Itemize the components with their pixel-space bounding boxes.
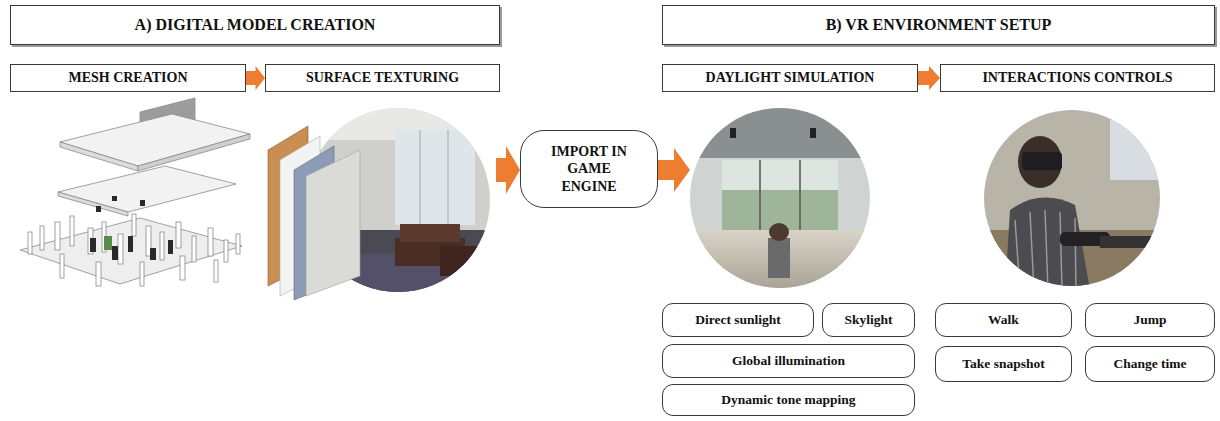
feature-box: Direct sunlight bbox=[662, 303, 814, 337]
daylight-render bbox=[690, 108, 870, 290]
vr-user-photo bbox=[980, 108, 1170, 290]
box-label: Direct sunlight bbox=[695, 312, 781, 328]
exploded-building-model bbox=[20, 98, 250, 286]
box-label: Jump bbox=[1133, 312, 1166, 328]
box-label: SURFACE TEXTURING bbox=[306, 70, 459, 86]
box-label: A) DIGITAL MODEL CREATION bbox=[135, 16, 376, 34]
step-box: DAYLIGHT SIMULATION bbox=[662, 64, 918, 92]
step-box: INTERACTIONS CONTROLS bbox=[940, 64, 1215, 92]
feature-box: Dynamic tone mapping bbox=[662, 384, 915, 416]
box-label: IMPORT IN GAME ENGINE bbox=[543, 143, 635, 196]
control-box: Jump bbox=[1085, 303, 1215, 337]
control-box: Take snapshot bbox=[935, 346, 1072, 382]
control-box: Change time bbox=[1085, 346, 1215, 382]
control-box: Walk bbox=[935, 303, 1072, 337]
box-label: Global illumination bbox=[732, 353, 845, 369]
texturing-render bbox=[268, 100, 500, 310]
box-label: Skylight bbox=[844, 312, 892, 328]
box-label: Change time bbox=[1113, 356, 1186, 372]
box-label: Dynamic tone mapping bbox=[721, 392, 855, 408]
box-label: B) VR ENVIRONMENT SETUP bbox=[826, 16, 1052, 34]
box-label: Walk bbox=[988, 312, 1019, 328]
flow-arrow bbox=[246, 66, 265, 90]
step-box: MESH CREATION bbox=[10, 64, 246, 92]
box-label: INTERACTIONS CONTROLS bbox=[982, 70, 1172, 86]
section-header: B) VR ENVIRONMENT SETUP bbox=[662, 5, 1215, 45]
box-label: DAYLIGHT SIMULATION bbox=[706, 70, 875, 86]
box-label: Take snapshot bbox=[962, 356, 1044, 372]
box-label: MESH CREATION bbox=[68, 70, 187, 86]
section-header: A) DIGITAL MODEL CREATION bbox=[10, 5, 500, 45]
flow-arrow bbox=[918, 66, 940, 90]
process-box: IMPORT IN GAME ENGINE bbox=[520, 130, 658, 208]
step-box: SURFACE TEXTURING bbox=[265, 64, 500, 92]
feature-box: Skylight bbox=[822, 303, 915, 337]
feature-box: Global illumination bbox=[662, 344, 915, 378]
